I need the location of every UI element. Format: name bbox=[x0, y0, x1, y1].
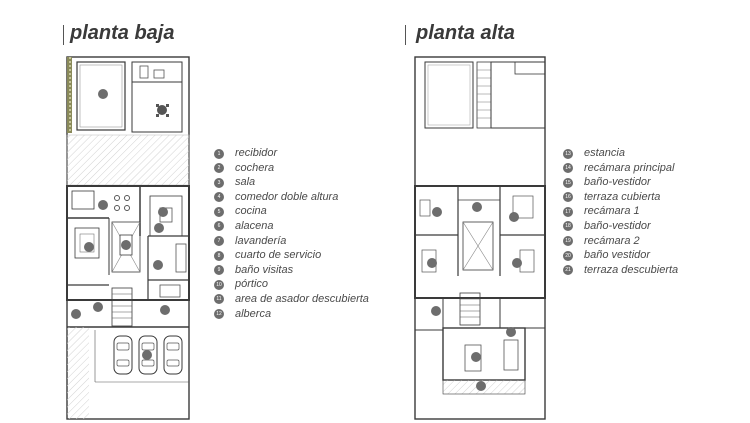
legend-item: 10 pórtico bbox=[214, 277, 369, 292]
legend-number-marker: 18 bbox=[563, 221, 573, 232]
legend-label: pórtico bbox=[235, 278, 269, 291]
double-height-void bbox=[462, 221, 494, 271]
parked-car-3 bbox=[163, 335, 183, 375]
legend-label: cuarto de servicio bbox=[235, 249, 322, 262]
legend-number-marker: 16 bbox=[563, 192, 573, 203]
garden-strip bbox=[67, 57, 72, 133]
legend-item: 2 cochera bbox=[214, 161, 369, 176]
legend-item: 3 sala bbox=[214, 175, 369, 190]
legend-label: baño-vestidor bbox=[584, 219, 651, 232]
legend-number-marker: 2 bbox=[214, 163, 224, 174]
legend-item: 4 comedor doble altura bbox=[214, 190, 369, 205]
pool-void bbox=[424, 61, 474, 129]
parked-car-1 bbox=[113, 335, 133, 375]
legend-item: 15 baño-vestidor bbox=[563, 175, 678, 190]
legend-number-marker: 20 bbox=[563, 250, 573, 261]
side-walkway bbox=[67, 327, 89, 419]
legend-item: 12 alberca bbox=[214, 307, 369, 322]
legend-item: 6 alacena bbox=[214, 219, 369, 234]
legend-item: 16 terraza cubierta bbox=[563, 190, 678, 205]
legend-item: 11 area de asador descubierta bbox=[214, 292, 369, 307]
ground-floor-plan bbox=[66, 56, 190, 420]
open-patio bbox=[66, 134, 190, 186]
legend-item: 9 baño visitas bbox=[214, 263, 369, 278]
legend-number-marker: 8 bbox=[214, 250, 224, 261]
stair-upper bbox=[459, 292, 481, 326]
upper-plan-room-markers bbox=[427, 202, 522, 391]
ground-plan-room-markers bbox=[71, 89, 170, 360]
legend-label: recámara principal bbox=[584, 161, 675, 174]
legend-label: baño-vestidor bbox=[584, 176, 651, 189]
upper-floor-title: planta alta bbox=[416, 22, 515, 44]
pool-inner bbox=[79, 64, 123, 128]
legend-label: baño vestidor bbox=[584, 249, 651, 262]
legend-number-marker: 17 bbox=[563, 206, 573, 217]
legend-label: area de asador descubierta bbox=[235, 292, 369, 305]
legend-number-marker: 7 bbox=[214, 236, 224, 247]
legend-label: recámara 1 bbox=[584, 205, 640, 218]
legend-label: estancia bbox=[584, 147, 625, 159]
legend-item: 21 terraza descubierta bbox=[563, 263, 678, 278]
ground-floor-legend: 1 recibidor 2 cochera 3 sala 4 comedor doble al… bbox=[214, 146, 369, 321]
legend-item: 5 cocina bbox=[214, 204, 369, 219]
legend-number-marker: 6 bbox=[214, 221, 224, 232]
house-outline-upper bbox=[414, 185, 546, 299]
legend-item: 8 cuarto de servicio bbox=[214, 248, 369, 263]
legend-number-marker: 9 bbox=[214, 265, 224, 276]
legend-number-marker: 12 bbox=[214, 309, 224, 320]
legend-number-marker: 19 bbox=[563, 236, 573, 247]
legend-label: lavandería bbox=[235, 234, 287, 247]
legend-item: 18 baño-vestidor bbox=[563, 219, 678, 234]
legend-number-marker: 4 bbox=[214, 192, 224, 203]
legend-number-marker: 21 bbox=[563, 265, 573, 276]
legend-label: terraza cubierta bbox=[584, 190, 661, 203]
legend-label: alacena bbox=[235, 219, 274, 232]
legend-number-marker: 3 bbox=[214, 177, 224, 188]
stair-ground bbox=[111, 287, 133, 327]
legend-label: cocina bbox=[235, 205, 267, 218]
ground-floor-title: planta baja bbox=[70, 22, 175, 44]
legend-label: comedor doble altura bbox=[235, 190, 339, 203]
legend-label: alberca bbox=[235, 307, 272, 320]
legend-number-marker: 1 bbox=[214, 148, 224, 159]
title-divider-ground bbox=[63, 25, 64, 45]
legend-number-marker: 5 bbox=[214, 206, 224, 217]
parked-car-2 bbox=[138, 335, 158, 375]
legend-item: 13 estancia bbox=[563, 146, 678, 161]
legend-number-marker: 13 bbox=[563, 148, 573, 159]
legend-number-marker: 10 bbox=[214, 279, 224, 290]
upper-floor-legend: 13 estancia 14 recámara principal 15 baño-ves… bbox=[563, 146, 678, 277]
legend-item: 7 lavandería bbox=[214, 234, 369, 249]
legend-label: sala bbox=[235, 176, 256, 189]
legend-item: 19 recámara 2 bbox=[563, 234, 678, 249]
legend-label: cochera bbox=[235, 161, 275, 174]
legend-number-marker: 15 bbox=[563, 177, 573, 188]
legend-label: terraza descubierta bbox=[584, 263, 679, 276]
legend-item: 17 recámara 1 bbox=[563, 204, 678, 219]
bbq-area bbox=[131, 61, 183, 133]
legend-label: recámara 2 bbox=[584, 234, 640, 247]
legend-label: recibidor bbox=[235, 147, 278, 159]
upper-floor-plan bbox=[414, 56, 546, 420]
legend-item: 14 recámara principal bbox=[563, 161, 678, 176]
legend-number-marker: 14 bbox=[563, 163, 573, 174]
legend-item: 20 baño vestidor bbox=[563, 248, 678, 263]
legend-item: 1 recibidor bbox=[214, 146, 369, 161]
legend-label: baño visitas bbox=[235, 263, 294, 276]
legend-number-marker: 11 bbox=[214, 294, 224, 305]
title-divider-upper bbox=[405, 25, 406, 45]
